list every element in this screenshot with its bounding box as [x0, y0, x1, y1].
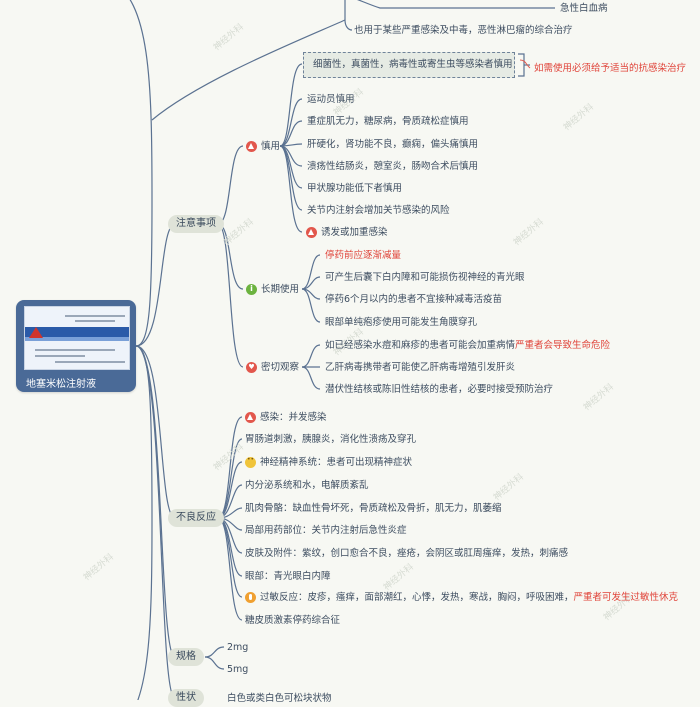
- sub-close-monitoring[interactable]: 密切观察: [261, 362, 300, 373]
- spec-item: 5mg: [227, 664, 249, 675]
- allergy-warning: 严重者可发生过敏性休克: [573, 592, 679, 603]
- warning-icon: [245, 412, 256, 423]
- caution-infection-note: 如需使用必须给予适当的抗感染治疗: [534, 63, 687, 74]
- sub-caution[interactable]: 慎用: [261, 141, 281, 152]
- monitor-item-warning: 严重者会导致生命危险: [515, 340, 611, 351]
- boxed-item[interactable]: [303, 52, 515, 78]
- heart-icon: [246, 361, 257, 373]
- top-item-severe-infection: 也用于某些严重感染及中毒，恶性淋巴瘤的综合治疗: [354, 25, 573, 36]
- caution-infection-item: 细菌性，真菌性，病毒性或寄生虫等感染者慎用: [313, 59, 513, 70]
- caution-item: 溃疡性结肠炎，憩室炎，肠吻合术后慎用: [307, 161, 479, 172]
- longterm-item: 停药6个月以内的患者不宜接种减毒活疫苗: [325, 294, 503, 305]
- branch-precautions[interactable]: 注意事项: [168, 215, 224, 233]
- adverse-item: 神经精神系统：患者可出现精神症状: [260, 457, 413, 468]
- top-item-acute-leukemia: 急性白血病: [560, 3, 608, 14]
- sub-long-term-use[interactable]: 长期使用: [261, 284, 300, 295]
- longterm-item: 可产生后囊下白内障和可能损伤视神经的青光眼: [325, 272, 525, 283]
- monitor-item: 潜伏性结核或陈旧性结核的患者，必要时接受预防治疗: [325, 384, 554, 395]
- adverse-item: 局部用药部位：关节内注射后急性炎症: [245, 525, 407, 536]
- adverse-item: 感染：并发感染: [260, 412, 327, 423]
- root-title: 地塞米松注射液: [26, 379, 96, 390]
- longterm-item: 眼部单纯疱疹使用可能发生角膜穿孔: [325, 317, 478, 328]
- adverse-item: 皮肤及附件：紫纹，创口愈合不良，痤疮，会阴区或肛周瘙痒，发热，刺痛感: [245, 548, 569, 559]
- monitor-item-text: 如已经感染水痘和麻疹的患者可能会加重病情: [325, 340, 516, 351]
- caution-item: 肝硬化，肾功能不良，癫痫，偏头痛慎用: [307, 139, 479, 150]
- bulb-icon: [245, 592, 256, 603]
- caution-item: 运动员慎用: [307, 94, 355, 105]
- adverse-item: 内分泌系统和水，电解质紊乱: [245, 480, 369, 491]
- warning-icon: [246, 141, 257, 152]
- face-icon: [245, 454, 256, 468]
- caution-item: 关节内注射会增加关节感染的风险: [307, 205, 450, 216]
- info-icon: [246, 283, 257, 295]
- warning-icon: [306, 227, 317, 238]
- adverse-item: 胃肠道刺激，胰腺炎，消化性溃疡及穿孔: [245, 434, 417, 445]
- adverse-item: 肌肉骨骼：缺血性骨坏死，骨质疏松及骨折，肌无力，肌萎缩: [245, 503, 502, 514]
- adverse-allergy-item: 过敏反应：皮疹，瘙痒，面部潮红，心悸，发热，寒战，胸闷，呼吸困难，严重者可发生过…: [260, 591, 678, 604]
- caution-item: 甲状腺功能低下者慎用: [307, 183, 403, 194]
- caution-item: 诱发或加重感染: [321, 227, 388, 238]
- caution-item: 重症肌无力，糖尿病，骨质疏松症慎用: [307, 116, 469, 127]
- properties-item: 白色或类白色可松块状物: [227, 693, 332, 704]
- spec-item: 2mg: [227, 642, 249, 653]
- monitor-item: 如已经感染水痘和麻疹的患者可能会加重病情严重者会导致生命危险: [325, 339, 610, 352]
- monitor-item: 乙肝病毒携带者可能使乙肝病毒增殖引发肝炎: [325, 362, 516, 373]
- allergy-text: 过敏反应：皮疹，瘙痒，面部潮红，心悸，发热，寒战，胸闷，呼吸困难，: [260, 592, 574, 603]
- drug-package-image: [24, 306, 130, 370]
- branch-properties[interactable]: 性状: [168, 689, 204, 707]
- adverse-item: 糖皮质激素停药综合征: [245, 615, 341, 626]
- adverse-item: 眼部：青光眼白内障: [245, 571, 331, 582]
- branch-adverse-reactions[interactable]: 不良反应: [168, 509, 224, 527]
- root-node[interactable]: 地塞米松注射液: [16, 300, 136, 392]
- longterm-item: 停药前应逐渐减量: [325, 250, 402, 261]
- branch-specs[interactable]: 规格: [168, 648, 204, 666]
